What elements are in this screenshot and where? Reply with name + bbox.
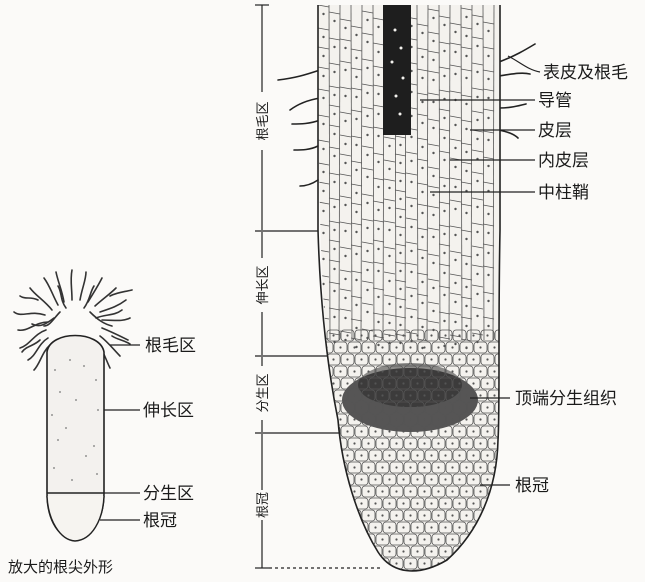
label-endodermis: 内皮层 [538, 151, 589, 171]
left-label-elongation-zone: 伸长区 [143, 401, 194, 421]
zone-label-elongation: 伸长区 [256, 265, 271, 304]
left-label-meristem-zone: 分生区 [143, 484, 194, 504]
left-label-root-hair-zone: 根毛区 [145, 336, 196, 356]
label-root-cap: 根冠 [515, 476, 549, 496]
left-root-cap [47, 496, 104, 541]
zone-labels: 根毛区 伸长区 分生区 根冠 [256, 101, 271, 518]
zone-label-root-hair: 根毛区 [256, 101, 271, 140]
root-section [278, 5, 535, 581]
left-caption: 放大的根尖外形 [8, 558, 113, 576]
label-pericycle: 中柱鞘 [538, 183, 589, 203]
zone-label-meristem: 分生区 [256, 373, 271, 412]
left-root-tip: 根毛区 伸长区 分生区 根冠 放大的根尖外形 [8, 270, 196, 576]
left-label-root-cap: 根冠 [143, 511, 177, 531]
label-vessel: 导管 [538, 91, 572, 111]
label-apical-meristem: 顶端分生组织 [515, 389, 617, 409]
label-cortex: 皮层 [538, 121, 572, 141]
label-epidermis-root-hair: 表皮及根毛 [543, 63, 628, 83]
left-leaders [100, 345, 140, 520]
zone-label-root-cap: 根冠 [256, 492, 271, 518]
